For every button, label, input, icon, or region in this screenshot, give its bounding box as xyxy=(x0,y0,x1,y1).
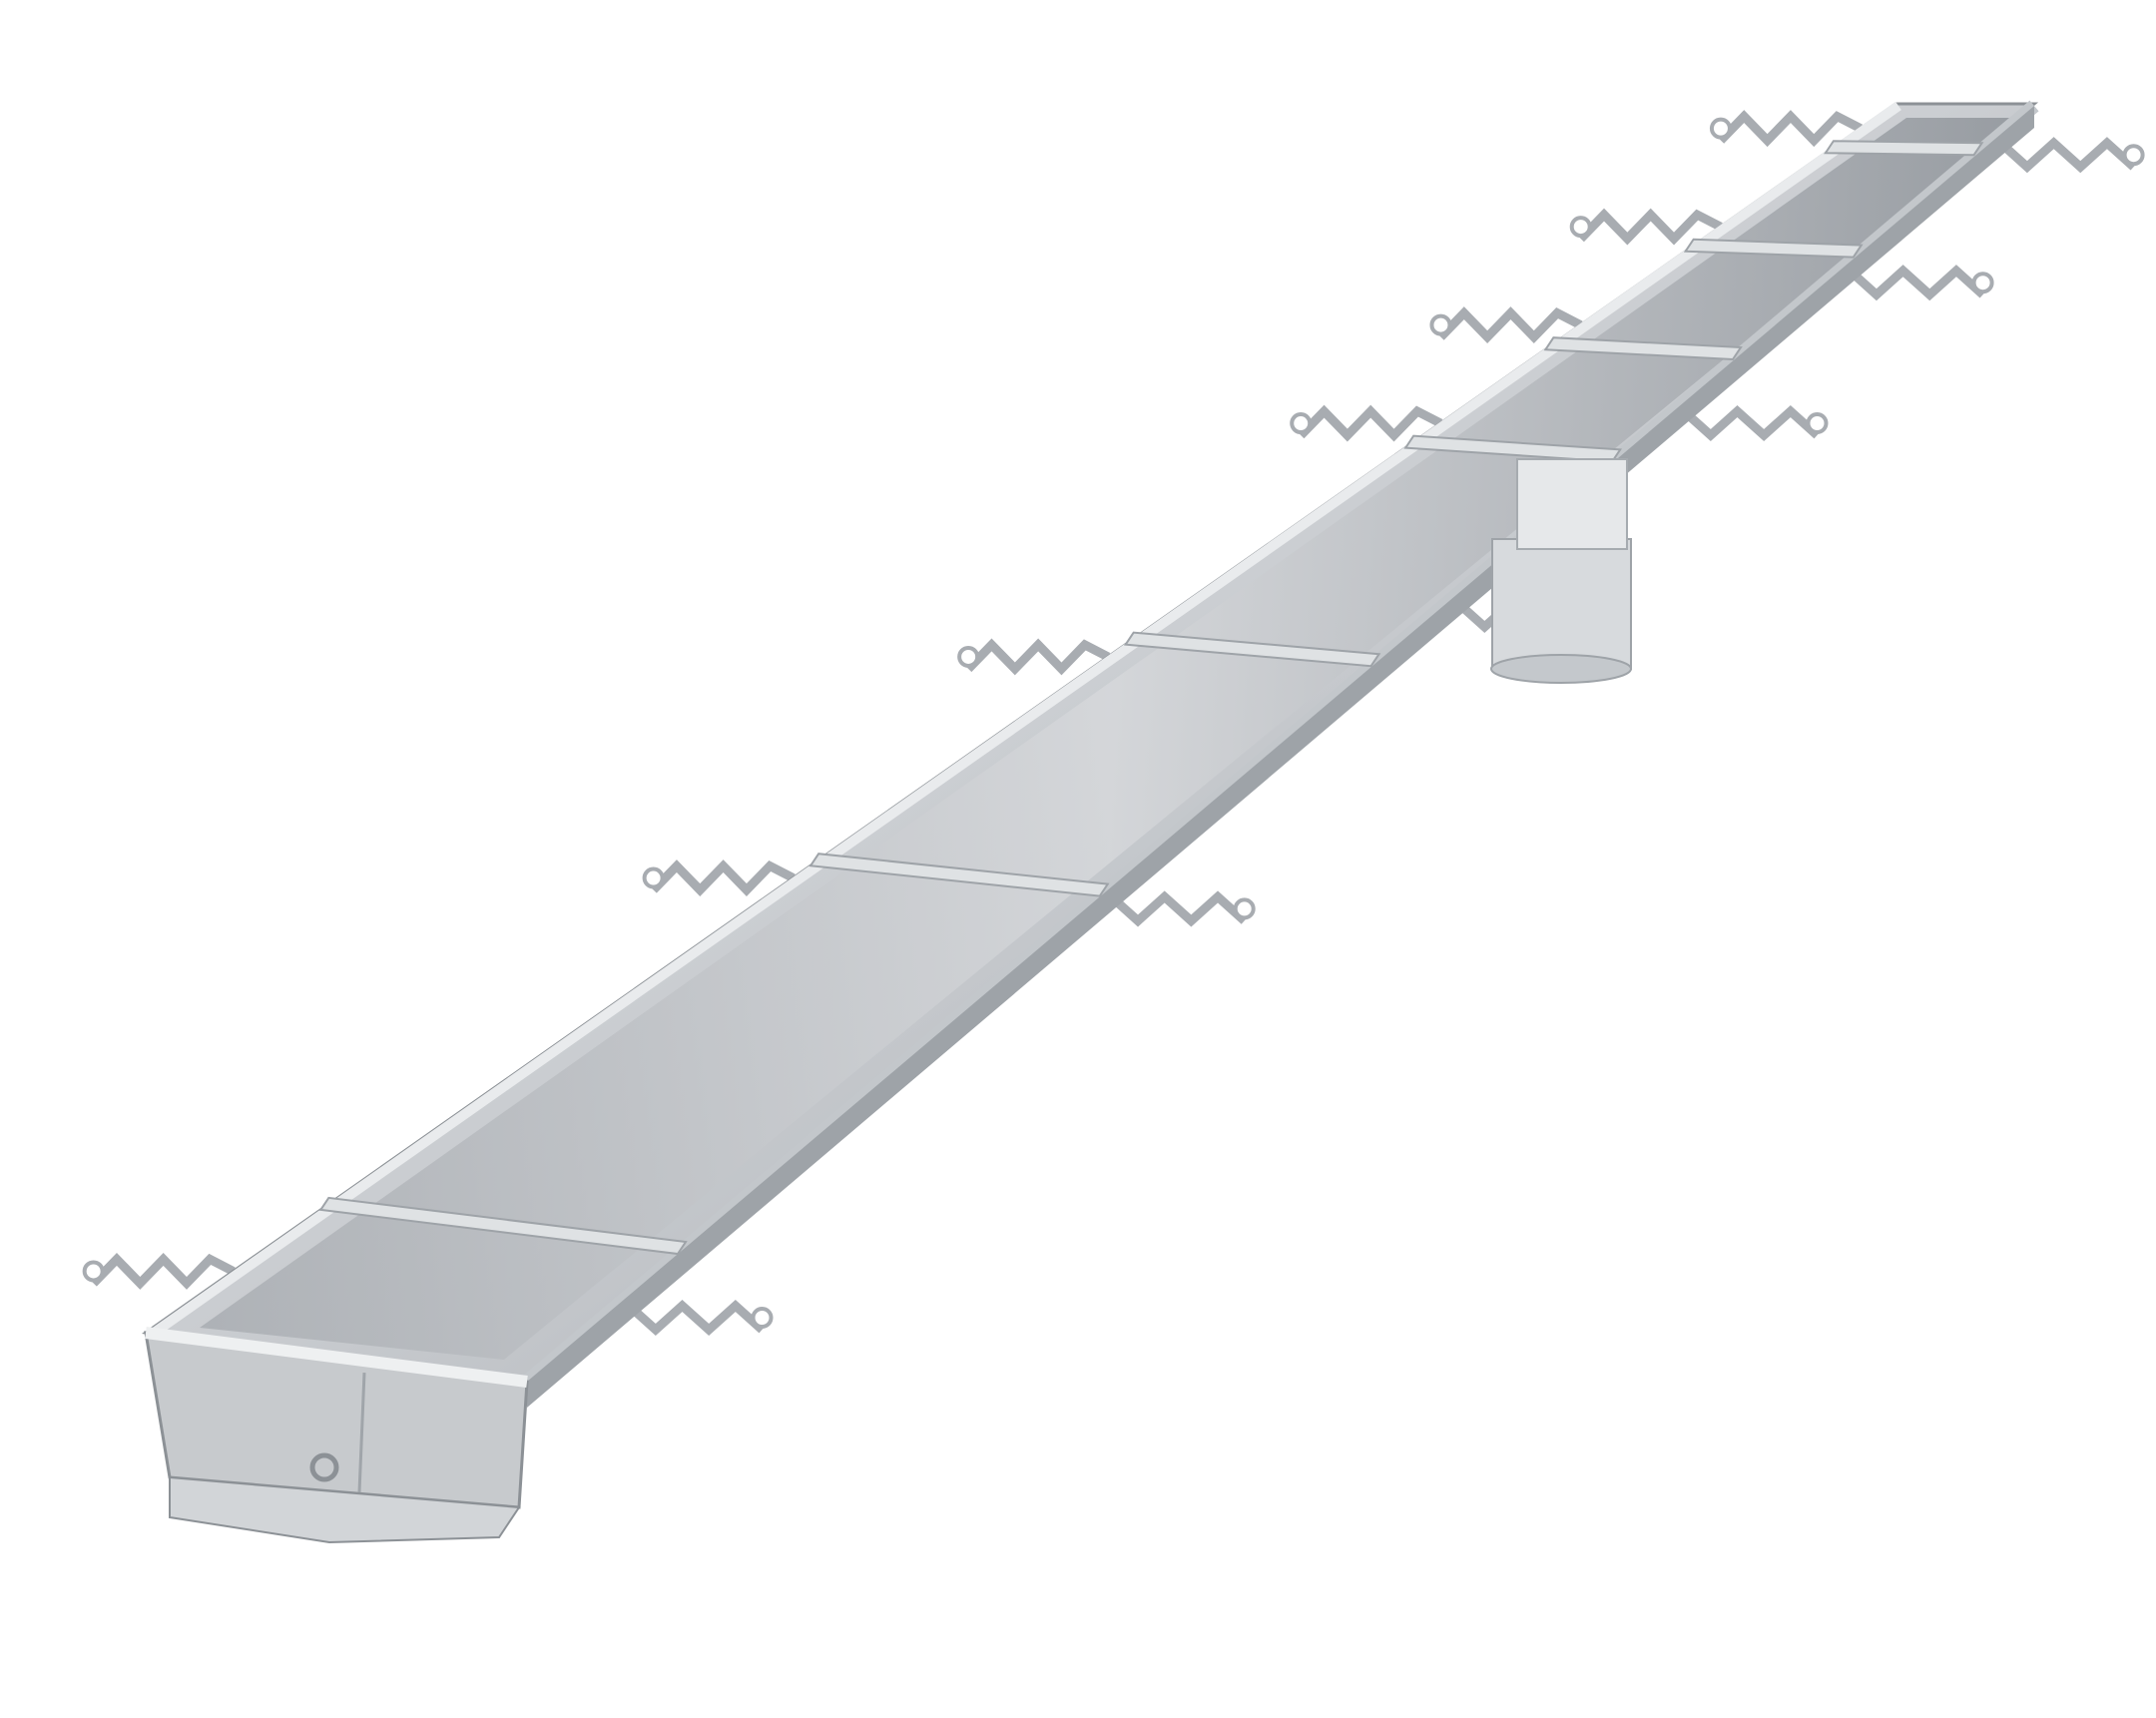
crossbar xyxy=(1543,336,1743,361)
anchor-strip xyxy=(90,1252,236,1290)
anchor-hole xyxy=(82,1260,105,1283)
crossbar xyxy=(808,853,1110,897)
anchor-hole xyxy=(1569,216,1592,239)
crossbar xyxy=(318,1196,688,1256)
anchor-hole xyxy=(957,645,980,668)
anchor-strip xyxy=(1577,208,1723,246)
anchor-strip xyxy=(964,638,1111,676)
channel-trough xyxy=(200,118,2018,1360)
channel-side-wall xyxy=(527,106,2034,1408)
anchor-strip xyxy=(1297,404,1443,442)
crossbars xyxy=(318,140,1984,1256)
anchor-hole xyxy=(1971,272,1994,294)
crossbar xyxy=(1683,238,1864,259)
outlet-pipe xyxy=(1490,458,1632,684)
anchor-hole xyxy=(1290,412,1313,435)
anchor-hole xyxy=(1806,412,1829,434)
anchor-strip xyxy=(650,859,796,896)
left-rail xyxy=(147,101,1901,1341)
anchor-hole xyxy=(2122,144,2145,167)
anchor-hole xyxy=(751,1307,774,1329)
end-cap xyxy=(144,1327,529,1544)
crossbar xyxy=(1123,631,1381,668)
anchor-strip xyxy=(1717,110,1863,148)
anchor-hole xyxy=(1429,313,1452,336)
anchor-hole xyxy=(1709,117,1732,140)
crossbar xyxy=(1824,140,1984,157)
anchor-hole xyxy=(642,866,665,889)
anchor-strip xyxy=(1437,306,1583,344)
crossbar xyxy=(1403,434,1622,463)
anchor-hole xyxy=(1233,897,1256,920)
